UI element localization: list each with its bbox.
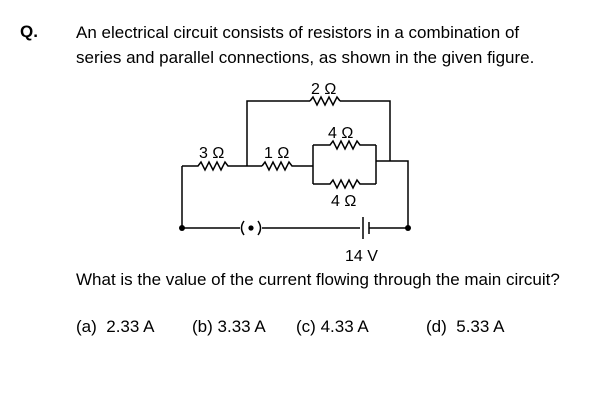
label-4ohm-top: 4 Ω [328, 125, 353, 142]
label-3ohm: 3 Ω [199, 145, 224, 162]
node-right [405, 225, 411, 231]
label-battery: 14 V [345, 248, 378, 265]
label-2ohm: 2 Ω [311, 81, 336, 98]
key-right-bracket [257, 220, 262, 236]
option-d[interactable]: (d) 5.33 A [426, 317, 504, 337]
option-c-label: (c) [296, 317, 316, 336]
resistor-2ohm [309, 95, 341, 107]
circuit-diagram: 2 Ω 4 Ω 3 Ω 1 Ω 4 Ω 14 V [179, 81, 411, 265]
question-label: Q. [20, 22, 38, 41]
key-dot [248, 225, 254, 231]
resistor-1ohm [261, 160, 313, 172]
option-b-value: 3.33 A [217, 317, 266, 336]
question-ask: What is the value of the current flowing… [76, 270, 560, 289]
label-4ohm-bottom: 4 Ω [331, 193, 356, 210]
node-left [179, 225, 185, 231]
option-d-value: 5.33 A [456, 317, 505, 336]
resistor-4ohm-bottom [313, 178, 376, 190]
resistor-4ohm-top [313, 139, 376, 151]
option-c[interactable]: (c) 4.33 A [296, 317, 369, 337]
option-c-value: 4.33 A [320, 317, 369, 336]
option-a-value: 2.33 A [106, 317, 155, 336]
top-branch-wire [246, 100, 310, 166]
option-b[interactable]: (b) 3.33 A [192, 317, 266, 337]
option-d-label: (d) [426, 317, 447, 336]
question-text: An electrical circuit consists of resist… [76, 23, 535, 67]
option-a-label: (a) [76, 317, 97, 336]
option-a[interactable]: (a) 2.33 A [76, 317, 154, 337]
label-1ohm: 1 Ω [264, 145, 289, 162]
right-wire [376, 160, 409, 228]
top-branch-wire-right [340, 100, 391, 161]
key-left-bracket [240, 220, 245, 236]
resistor-3ohm [182, 160, 262, 172]
option-b-label: (b) [192, 317, 213, 336]
